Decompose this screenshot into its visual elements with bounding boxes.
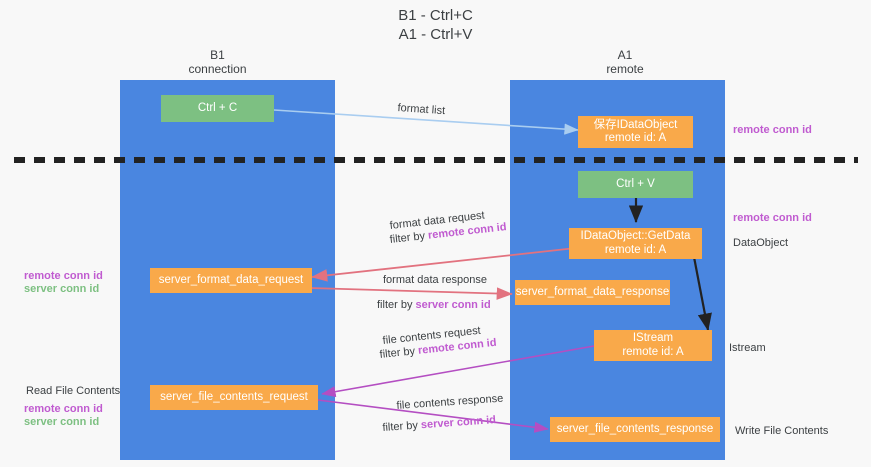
annotation-right-top-remote-conn-id: remote conn id (733, 123, 812, 137)
annotation-left-mid-remote-conn-id: remote conn id (24, 269, 103, 283)
column-header-b1: B1 connection (188, 48, 247, 76)
annotation-istream: Istream (729, 341, 766, 355)
annotation-dataobject: DataObject (733, 236, 788, 250)
node-idataobject-getdata-sub: remote id: A (604, 243, 667, 256)
edge-label-format-data-response: format data response (383, 273, 487, 287)
annotation-dataobject-text: DataObject (733, 237, 789, 249)
node-idataobject-getdata[interactable]: IDataObject::GetData remote id: A (569, 228, 702, 259)
node-ctrl-c-label: Ctrl + C (197, 101, 238, 114)
annotation-left-mid-server-conn-id: server conn id (24, 282, 99, 296)
annotation-write-file-contents: Write File Contents (735, 424, 828, 438)
annotation-left-bottom-remote-conn-id: remote conn id (24, 402, 103, 416)
page-title: B1 - Ctrl+C A1 - Ctrl+V (398, 7, 473, 43)
node-save-idataobject[interactable]: 保存IDataObject remote id: A (578, 116, 693, 148)
node-server-file-contents-request-label: server_file_contents_request (160, 390, 308, 403)
edge-label-format-data-response-text: format data response (383, 274, 487, 286)
edge-label-file-contents-response-filter-prefix: filter by (382, 419, 422, 434)
node-server-file-contents-response[interactable]: server_file_contents_response (550, 417, 720, 442)
annotation-left-bottom-remote-conn-id-text: remote conn id (24, 403, 103, 415)
edge-label-file-contents-response-filter-key: server conn id (420, 414, 497, 432)
edge-label-file-contents-response-text: file contents response (396, 392, 504, 412)
edge-label-file-contents-response: file contents response (396, 392, 504, 413)
edge-label-format-data-request-filter-prefix: filter by (389, 229, 429, 246)
node-save-idataobject-label: 保存IDataObject (593, 118, 678, 131)
node-server-file-contents-response-label: server_file_contents_response (556, 422, 714, 435)
node-server-format-data-response-label: server_format_data_response (515, 285, 670, 298)
edge-label-format-list: format list (397, 101, 446, 118)
node-ctrl-v-label: Ctrl + V (616, 177, 655, 190)
annotation-istream-text: Istream (729, 342, 766, 354)
annotation-left-mid-remote-conn-id-text: remote conn id (24, 270, 103, 282)
node-ctrl-c[interactable]: Ctrl + C (161, 95, 274, 122)
node-istream-sub: remote id: A (622, 345, 684, 358)
annotation-write-file-contents-text: Write File Contents (735, 425, 829, 437)
node-server-file-contents-request[interactable]: server_file_contents_request (150, 385, 318, 410)
node-server-format-data-request-label: server_format_data_request (158, 273, 304, 286)
annotation-right-top-remote-conn-id-text: remote conn id (733, 124, 812, 136)
edge-label-format-data-response-filter: filter by server conn id (377, 298, 491, 312)
edge-label-format-data-response-filter-prefix: filter by (377, 299, 416, 311)
column-header-a1: A1 remote (606, 48, 644, 76)
annotation-left-bottom-server-conn-id: server conn id (24, 415, 99, 429)
node-istream[interactable]: IStream remote id: A (594, 330, 712, 361)
annotation-read-file-contents: Read File Contents (26, 384, 120, 398)
node-istream-label: IStream (632, 332, 674, 344)
edge-label-file-contents-request-filter-prefix: filter by (379, 344, 419, 361)
edge-label-format-data-response-filter-key: server conn id (415, 299, 491, 311)
node-server-format-data-response[interactable]: server_format_data_response (515, 280, 670, 305)
annotation-right-mid-remote-conn-id-text: remote conn id (733, 212, 812, 224)
node-server-format-data-request[interactable]: server_format_data_request (150, 268, 312, 293)
annotation-left-bottom-server-conn-id-text: server conn id (24, 416, 100, 428)
arrow-format-data-response (309, 287, 513, 300)
node-ctrl-v[interactable]: Ctrl + V (578, 171, 693, 198)
annotation-right-mid-remote-conn-id: remote conn id (733, 211, 812, 225)
edge-label-file-contents-response-filter: filter by server conn id (382, 413, 496, 435)
node-save-idataobject-sub: remote id: A (604, 132, 667, 144)
edge-label-format-list-text: format list (397, 101, 446, 118)
annotation-read-file-contents-text: Read File Contents (26, 385, 121, 397)
node-idataobject-getdata-label: IDataObject::GetData (580, 230, 691, 242)
annotation-left-mid-server-conn-id-text: server conn id (24, 283, 100, 295)
